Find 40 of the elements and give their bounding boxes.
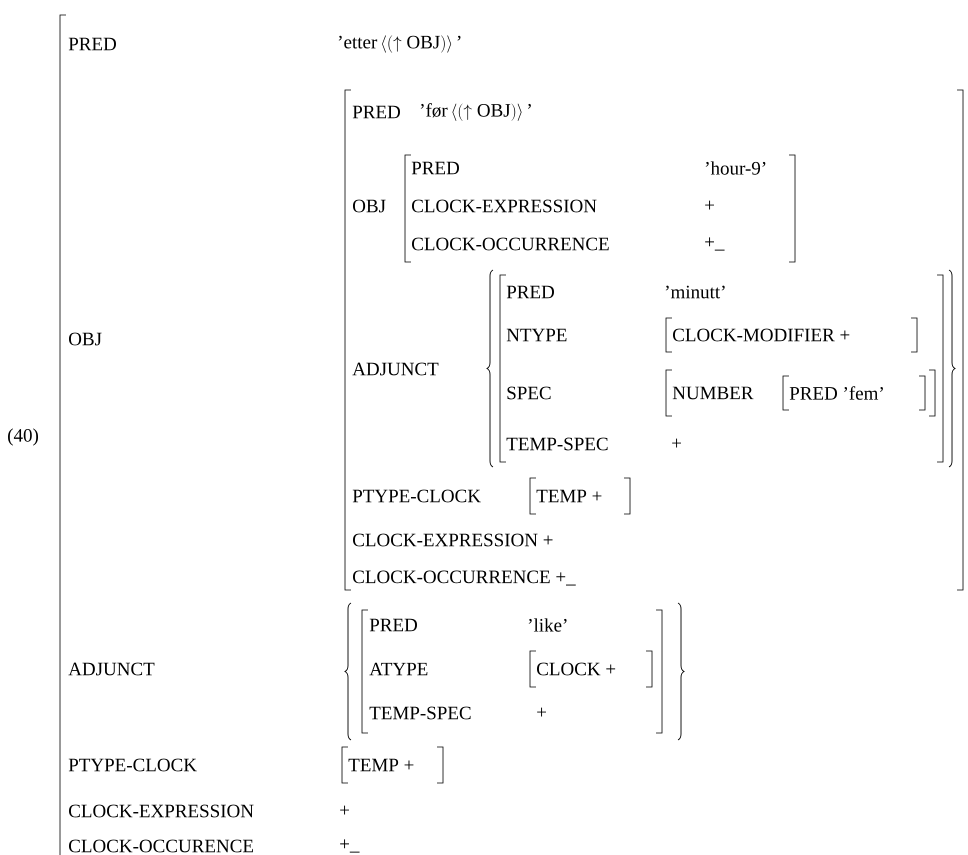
feature-value: + xyxy=(672,438,681,448)
feature-value: $\text{’før}\left\langle\left(\uparrow \text{OBJ}\right)\right\rangle\text{’}$ xyxy=(420,103,531,121)
feature-name: CLOCK-EXPRESSION + xyxy=(353,534,553,546)
feature-value: +_ xyxy=(340,839,360,853)
feature-name: ADJUNCT xyxy=(68,662,154,676)
feature-name: TEMP-SPEC xyxy=(506,438,608,450)
feature-name: CLOCK-OCCURRENCE +_ xyxy=(353,570,576,586)
feature-value: + xyxy=(340,806,349,814)
feature-name: PTYPE-CLOCK xyxy=(352,490,481,502)
feature-name: NUMBER xyxy=(672,386,754,400)
feature-name: TEMP-SPEC xyxy=(370,706,471,720)
feature-value: PRED ’fem’ xyxy=(790,386,883,400)
feature-name: CLOCK-EXPRESSION xyxy=(412,200,597,212)
feature-name: CLOCK-OCCURRENCE xyxy=(412,238,609,250)
feature-value: + xyxy=(705,200,714,210)
feature-name: PRED xyxy=(412,162,459,174)
feature-value: CLOCK-MODIFIER + xyxy=(673,328,850,342)
feature-name: PRED xyxy=(352,106,400,118)
feature-name: ATYPE xyxy=(369,662,428,676)
feature-name: CLOCK-EXPRESSION xyxy=(69,804,254,818)
feature-name: OBJ xyxy=(353,200,386,212)
feature-value: ’like’ xyxy=(528,618,567,632)
feature-value: + xyxy=(537,708,546,716)
feature-value: TEMP + xyxy=(348,758,414,772)
feature-name: CLOCK-OCCURENCE xyxy=(69,840,254,852)
feature-name: SPEC xyxy=(507,386,551,400)
feature-value: $\text{’etter}\left\langle\left(\uparrow \text{OBJ}\right)\right\rangle\text{’}$ xyxy=(338,35,460,53)
feature-value: ’hour-9’ xyxy=(706,161,766,175)
feature-value: TEMP + xyxy=(536,490,602,502)
feature-name: PRED xyxy=(506,286,554,298)
example-number: (40) xyxy=(8,428,38,446)
feature-name: NTYPE xyxy=(506,328,566,342)
feature-name: PTYPE-CLOCK xyxy=(68,758,197,772)
feature-name: ADJUNCT xyxy=(352,362,438,376)
feature-value: ’minutt’ xyxy=(666,286,725,298)
feature-value: CLOCK + xyxy=(537,662,616,676)
feature-name: PRED xyxy=(370,618,417,632)
feature-name: PRED xyxy=(68,38,116,50)
feature-value: +_ xyxy=(705,237,725,251)
feature-name: OBJ xyxy=(69,332,102,346)
